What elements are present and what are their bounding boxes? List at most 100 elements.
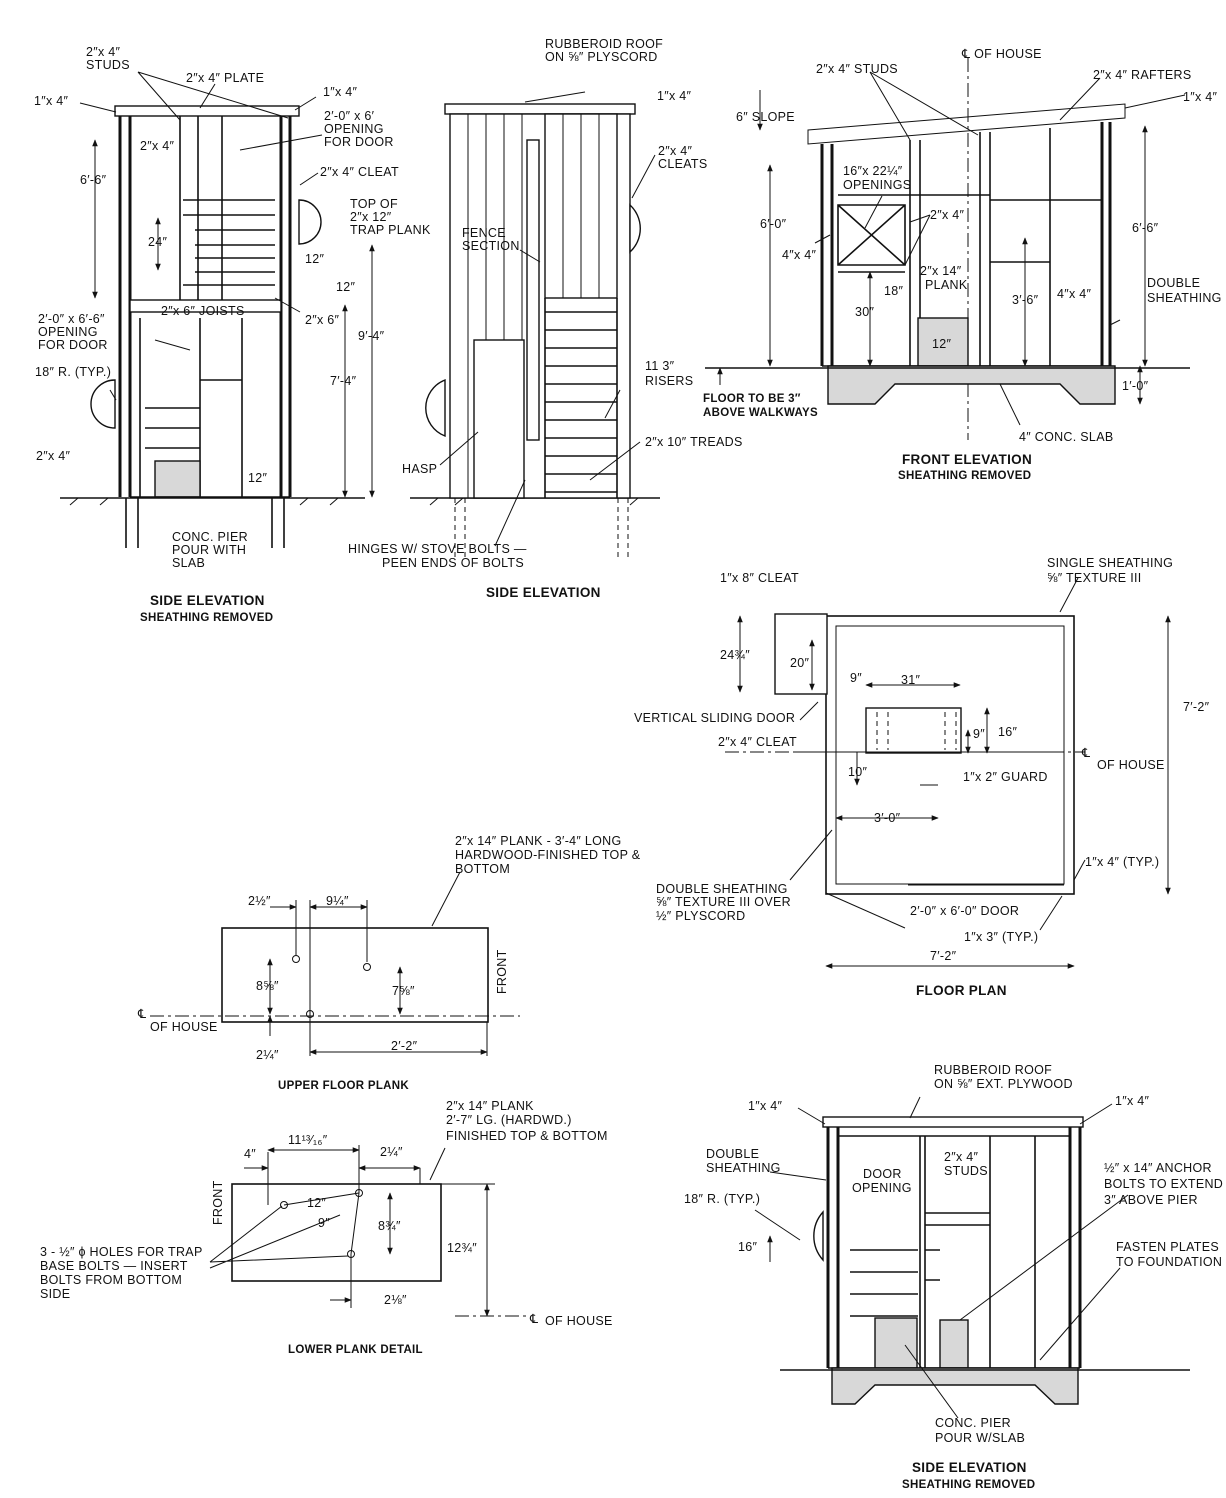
label-door: 2′-0″ x 6′-0″ DOOR xyxy=(910,904,1019,918)
view-subtitle: SHEATHING REMOVED xyxy=(898,470,1031,482)
label-door: 2′-0″ x 6′-6″ xyxy=(38,312,105,326)
side-elevation-lower xyxy=(754,1096,1190,1419)
label-door-3: FOR DOOR xyxy=(38,338,108,352)
label-trap: TOP OF xyxy=(350,197,398,211)
front-elevation-labels: ℄ OF HOUSE 2″x 4″ STUDS 2″x 4″ RAFTERS 1… xyxy=(703,47,1222,482)
label-floor-2: ABOVE WALKWAYS xyxy=(703,407,818,419)
side-elevation-exterior xyxy=(410,91,660,560)
dim-12b: 12″ xyxy=(336,280,356,294)
label-anchor-3: 3″ ABOVE PIER xyxy=(1104,1193,1198,1207)
label-pier-3: SLAB xyxy=(172,556,205,570)
side-elevation-3-labels: RUBBEROID ROOF ON ⅝″ EXT. PLYWOOD 1″x 4″… xyxy=(684,1063,1223,1491)
floor-plan xyxy=(725,577,1171,969)
label-studs-2: STUDS xyxy=(944,1164,988,1178)
label-sliding-door: VERTICAL SLIDING DOOR xyxy=(634,711,795,725)
label-openings-2: OPENINGS xyxy=(843,178,911,192)
label-cleats-2: CLEATS xyxy=(658,157,708,171)
label-studs: 2″x 4″ xyxy=(944,1150,979,1164)
dim-11-13-16: 11¹³⁄₁₆″ xyxy=(288,1133,328,1147)
label-studs: 2″x 4″ xyxy=(86,45,121,59)
dim-16: 16″ xyxy=(998,725,1018,739)
label-board-left: 1″x 4″ xyxy=(34,94,69,108)
dim-7-5-8: 7⅝″ xyxy=(392,984,415,998)
label-guard: 1″x 2″ GUARD xyxy=(963,770,1048,784)
label-note-3: BOTTOM xyxy=(455,862,510,876)
label-typ-a: 1″x 4″ (TYP.) xyxy=(1085,855,1159,869)
label-typ-b: 1″x 3″ (TYP.) xyxy=(964,930,1038,944)
label-radius: 18″ R. (TYP.) xyxy=(684,1192,760,1206)
dim-12c: 12″ xyxy=(248,471,268,485)
label-opening-2: OPENING xyxy=(324,122,384,136)
label-board-left: 1″x 4″ xyxy=(748,1099,783,1113)
dim-3-6: 3′-6″ xyxy=(1012,293,1039,307)
label-cl: ℄ OF HOUSE xyxy=(961,47,1042,61)
view-title: UPPER FLOOR PLANK xyxy=(278,1080,409,1092)
dim-6-0: 6′-0″ xyxy=(760,217,787,231)
label-front: FRONT xyxy=(211,1180,225,1225)
view-title: SIDE ELEVATION xyxy=(150,593,265,608)
side-elevation-1-labels: 2″x 4″ STUDS 2″x 4″ PLATE 1″x 4″ 1″x 4″ … xyxy=(34,45,431,624)
lower-plank-detail xyxy=(209,1145,530,1317)
dim-7-2h: 7′-2″ xyxy=(930,949,957,963)
view-title: LOWER PLANK DETAIL xyxy=(288,1344,423,1356)
dim-7-4: 7′-4″ xyxy=(330,374,357,388)
dim-16: 16″ xyxy=(738,1240,758,1254)
label-door-2: OPENING xyxy=(852,1181,912,1195)
label-fasten: FASTEN PLATES xyxy=(1116,1240,1219,1254)
dim-24: 24″ xyxy=(148,235,168,249)
label-double: DOUBLE xyxy=(706,1147,759,1161)
label-double-2: SHEATHING xyxy=(706,1161,781,1175)
label-note: 2″x 14″ PLANK xyxy=(446,1099,534,1113)
view-title: SIDE ELEVATION xyxy=(912,1460,1027,1475)
view-title: SIDE ELEVATION xyxy=(486,585,601,600)
label-cleats: 2″x 4″ xyxy=(658,144,693,158)
label-holes-3: BOLTS FROM BOTTOM xyxy=(40,1273,182,1287)
label-anchor: ½″ x 14″ ANCHOR xyxy=(1104,1161,1212,1175)
label-slab: 4″ CONC. SLAB xyxy=(1019,430,1113,444)
dim-2-1-2: 2½″ xyxy=(248,894,271,908)
dim-9-1-4: 9¼″ xyxy=(326,894,349,908)
label-cleat-low: 2″x 4″ CLEAT xyxy=(718,735,797,749)
dim-30: 30″ xyxy=(855,305,875,319)
label-note-3: FINISHED TOP & BOTTOM xyxy=(446,1129,608,1143)
label-plank: 2″x 14″ xyxy=(920,264,962,278)
dim-1-0: 1′-0″ xyxy=(1122,379,1149,393)
dim-9a: 9″ xyxy=(850,671,862,685)
dim-12-3-4: 12¾″ xyxy=(447,1241,477,1255)
label-trap-3: TRAP PLANK xyxy=(350,223,431,237)
dim-2-1-8: 2⅛″ xyxy=(384,1293,407,1307)
label-treads: 2″x 10″ TREADS xyxy=(645,435,743,449)
dim-3-0: 3′-0″ xyxy=(874,811,901,825)
label-note-2: 2′-7″ LG. (HARDWD.) xyxy=(446,1113,572,1127)
label-holes: 3 - ½″ ϕ HOLES FOR TRAP xyxy=(40,1245,203,1259)
dim-18: 18″ xyxy=(884,284,904,298)
label-stud-left: 4″x 4″ xyxy=(782,248,817,262)
label-slope: 6″ SLOPE xyxy=(736,110,795,124)
label-pier: CONC. PIER xyxy=(172,530,248,544)
side-elevation-sheathing-removed xyxy=(60,71,375,548)
label-stud-right: 4″x 4″ xyxy=(1057,287,1092,301)
label-note: 2″x 14″ PLANK - 3′-4″ LONG xyxy=(455,834,622,848)
dim-9b: 9″ xyxy=(973,727,985,741)
label-holes-4: SIDE xyxy=(40,1287,70,1301)
dim-10: 10″ xyxy=(848,765,868,779)
dim-8-3-4: 8¾″ xyxy=(378,1219,401,1233)
label-trap-2: 2″x 12″ xyxy=(350,210,392,224)
side-elevation-2-labels: RUBBEROID ROOF ON ⅝″ PLYSCORD 1″x 4″ 2″x… xyxy=(348,37,743,600)
dim-4: 4″ xyxy=(244,1147,256,1161)
label-plate: 2″x 4″ PLATE xyxy=(186,71,264,85)
view-title: FLOOR PLAN xyxy=(916,983,1007,998)
label-sheathing: DOUBLE xyxy=(1147,276,1200,290)
label-fasten-2: TO FOUNDATION xyxy=(1116,1255,1222,1269)
label-board: 1″x 4″ xyxy=(1183,90,1218,104)
dim-24-3-4: 24¾″ xyxy=(720,648,750,662)
label-anchor-2: BOLTS TO EXTEND xyxy=(1104,1177,1223,1191)
label-sheathing-2: SHEATHING xyxy=(1147,291,1222,305)
label-holes-2: BASE BOLTS — INSERT xyxy=(40,1259,188,1273)
dim-2-2: 2′-2″ xyxy=(391,1039,418,1053)
label-door: DOOR xyxy=(863,1167,902,1181)
label-studs: 2″x 4″ STUDS xyxy=(816,62,898,76)
label-stud-inner: 2″x 4″ xyxy=(140,139,175,153)
dim-12: 12″ xyxy=(932,337,952,351)
label-opening: 2′-0″ x 6′ xyxy=(324,109,375,123)
